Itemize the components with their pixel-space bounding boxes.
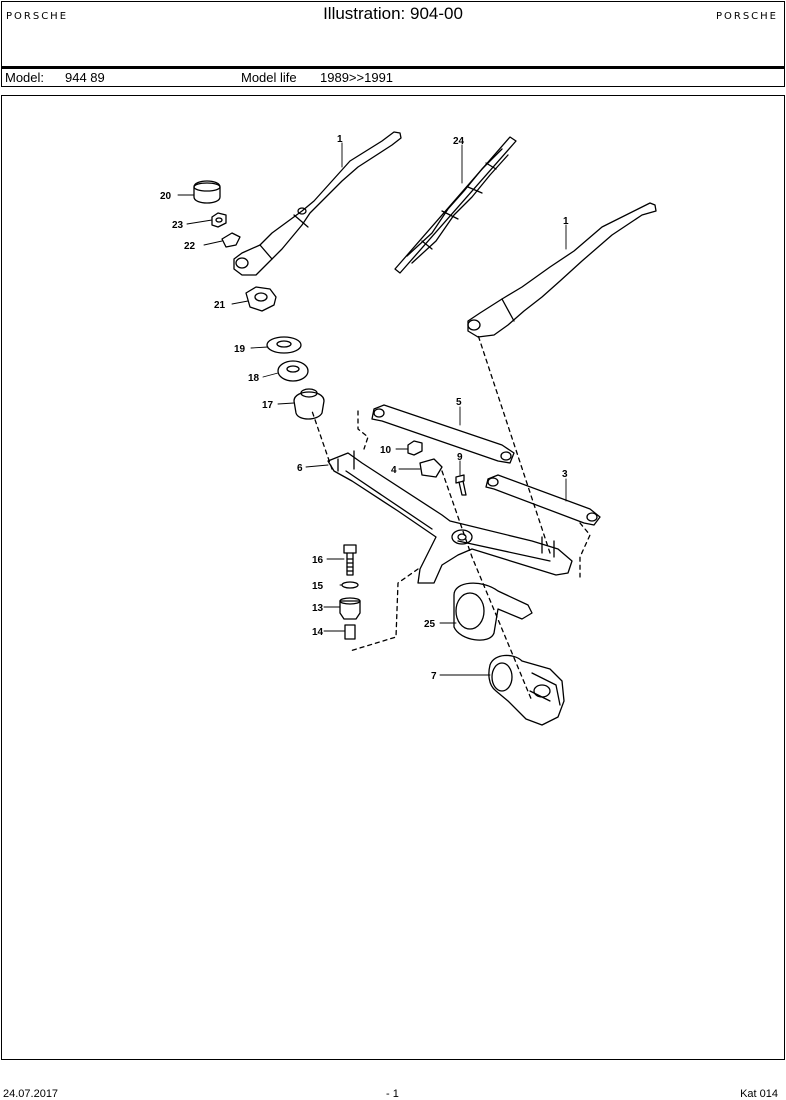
- nut-23: [211, 212, 227, 228]
- model-life-value: 1989>>1991: [320, 70, 394, 85]
- callout-24: 24: [453, 136, 465, 147]
- spacer-14: [344, 624, 356, 640]
- cap-22: [221, 232, 241, 248]
- callout-3: 3: [562, 469, 568, 480]
- model-life-label: Model life: [241, 70, 297, 85]
- exploded-view-drawing: 1 24 20 23 22 21 1 19 18 17 5 10 9 4 6 3…: [160, 131, 657, 726]
- callout-15: 15: [312, 581, 324, 592]
- bolt-9: [455, 474, 467, 496]
- motor-cover: [453, 582, 533, 641]
- footer-date: 24.07.2017: [3, 1088, 59, 1100]
- callout-25: 25: [424, 619, 436, 630]
- wiper-motor: [488, 654, 565, 726]
- nut-10: [407, 440, 423, 456]
- bushing-18: [277, 360, 309, 382]
- callout-1-left: 1: [337, 134, 343, 145]
- callout-16: 16: [312, 555, 324, 566]
- callout-labels: 1 24 20 23 22 21 1 19 18 17 5 10 9 4 6 3…: [160, 134, 569, 682]
- linkage-rod-5: [371, 404, 515, 464]
- model-value: 944 89: [65, 70, 105, 85]
- callout-23: 23: [172, 220, 184, 231]
- footer-page: - 1: [386, 1088, 399, 1100]
- callout-20: 20: [160, 191, 172, 202]
- wiper-arm-left: [233, 131, 402, 276]
- callout-10: 10: [380, 445, 392, 456]
- callout-18: 18: [248, 373, 260, 384]
- callout-14: 14: [312, 627, 324, 638]
- bushing-13: [339, 597, 361, 620]
- callout-leaders: [177, 142, 567, 676]
- grommet-20: [193, 180, 221, 204]
- callout-22: 22: [184, 241, 196, 252]
- callout-13: 13: [312, 603, 324, 614]
- callout-17: 17: [262, 400, 274, 411]
- callout-7: 7: [431, 671, 437, 682]
- nut-21: [245, 286, 277, 312]
- wiper-arm-right: [467, 202, 657, 338]
- callout-21: 21: [214, 300, 226, 311]
- bushing-17: [293, 388, 325, 420]
- footer-catalog: Kat 014: [740, 1088, 778, 1100]
- callout-4: 4: [391, 465, 397, 476]
- bolt-16: [343, 544, 357, 576]
- porsche-logo-left: PORSCHE: [6, 11, 69, 22]
- clip-4: [419, 458, 443, 478]
- washer-15: [341, 581, 359, 589]
- model-bar: Model: 944 89 Model life 1989>>1991: [1, 68, 785, 87]
- linkage-rod-3: [485, 474, 601, 526]
- wiper-blade: [394, 136, 517, 274]
- callout-1-right: 1: [563, 216, 569, 227]
- callout-9: 9: [457, 452, 463, 463]
- callout-19: 19: [234, 344, 246, 355]
- porsche-logo-right: PORSCHE: [715, 11, 778, 22]
- model-label: Model:: [5, 70, 45, 85]
- callout-6: 6: [297, 463, 303, 474]
- callout-5: 5: [456, 397, 462, 408]
- header: PORSCHE Illustration: 904-00 PORSCHE: [1, 1, 785, 69]
- parts-illustration: 1 24 20 23 22 21 1 19 18 17 5 10 9 4 6 3…: [1, 95, 785, 1060]
- washer-19: [266, 336, 302, 354]
- page-title: Illustration: 904-00: [323, 4, 463, 23]
- wiper-frame: [327, 450, 573, 584]
